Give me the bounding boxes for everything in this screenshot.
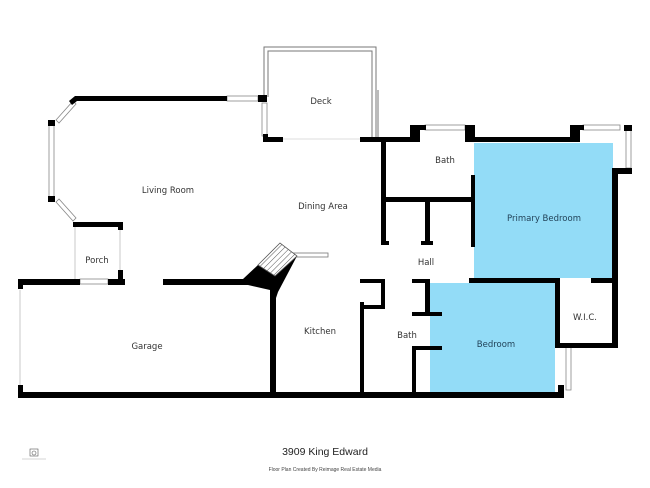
- room-label-deck: Deck: [310, 97, 331, 107]
- room-label-porch: Porch: [85, 256, 108, 266]
- reimage-logo: [22, 448, 46, 460]
- fireplace-hearth: [257, 242, 298, 277]
- room-label-kitchen: Kitchen: [304, 327, 336, 337]
- room-label-hall: Hall: [418, 258, 434, 268]
- plan-address: 3909 King Edward: [282, 446, 368, 458]
- room-label-primary-bedroom: Primary Bedroom: [507, 214, 581, 224]
- room-label-dining-area: Dining Area: [298, 202, 348, 212]
- room-label-wic: W.I.C.: [573, 313, 597, 323]
- room-label-living-room: Living Room: [142, 186, 194, 196]
- room-label-garage: Garage: [131, 342, 162, 352]
- primary-bedroom-fill: [474, 143, 613, 278]
- walls: [18, 95, 632, 398]
- bedroom-fill: [430, 283, 555, 392]
- room-label-bath-upper: Bath: [435, 156, 455, 166]
- deck-outline: [263, 46, 379, 140]
- room-label-bath-lower: Bath: [397, 331, 417, 341]
- plan-credit: Floor Plan Created By Reimage Real Estat…: [268, 467, 382, 473]
- room-label-bedroom: Bedroom: [477, 340, 515, 350]
